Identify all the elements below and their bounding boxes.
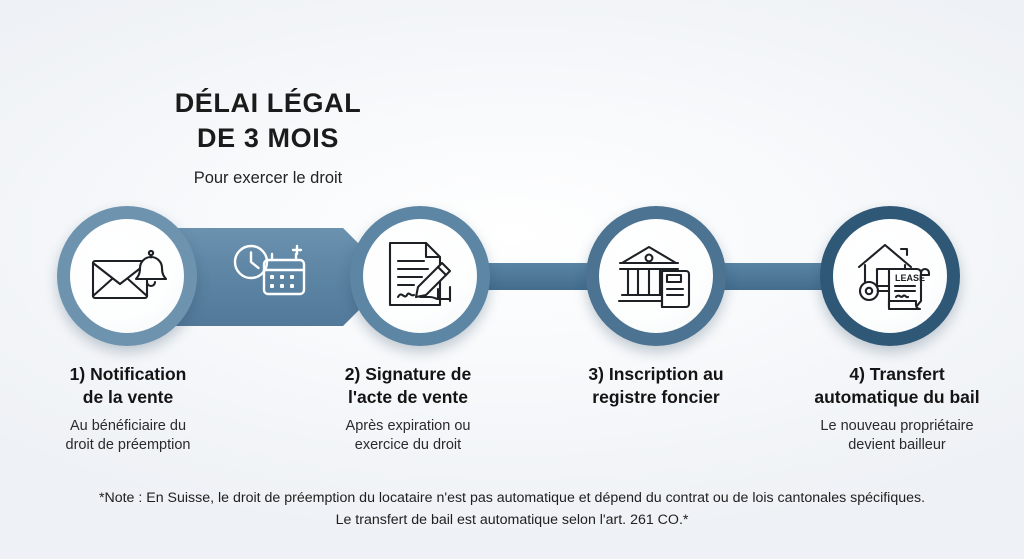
land-registry-building-book-icon — [616, 241, 696, 311]
step-caption-3-title-line2: registre foncier — [592, 387, 720, 408]
title-subtitle: Pour exercer le droit — [193, 169, 343, 188]
step-caption-4-sub-line1: Le nouveau propriétaire — [820, 417, 974, 434]
step-caption-2-title-line1: 2) Signature de — [344, 364, 472, 384]
footnote-line-2: Le transfert de bail est automatique sel… — [335, 512, 689, 528]
step-caption-1-sub-line1: Au bénéficiaire du — [69, 417, 187, 434]
step-node-1[interactable] — [57, 206, 197, 346]
step-caption-3: 3) Inscription au registre foncier — [527, 363, 785, 410]
step-disc-2 — [363, 219, 477, 333]
step-caption-4-sub-line2: devient bailleur — [848, 437, 946, 454]
step-caption-1: 1) Notification de la vente Au bénéficia… — [8, 363, 248, 456]
step-node-2[interactable] — [350, 206, 490, 346]
signed-document-hand-pen-icon — [382, 239, 458, 313]
step-caption-1-sub-line2: droit de préemption — [65, 437, 191, 454]
step-caption-4: 4) Transfert automatique du bail Le nouv… — [772, 363, 1022, 456]
house-key-lease-document-icon: LEASE — [849, 239, 931, 313]
step-caption-4-title-line2: automatique du bail — [814, 387, 980, 408]
step-disc-4: LEASE — [833, 219, 947, 333]
step-caption-1-title-line1: 1) Notification — [69, 364, 187, 384]
envelope-bell-icon — [87, 245, 167, 307]
clock-calendar-icon — [228, 240, 314, 307]
step-caption-2-title-line2: l'acte de vente — [348, 387, 468, 408]
page-title: DÉLAI LÉGAL DE 3 MOIS Pour exercer le dr… — [168, 86, 368, 190]
step-node-3[interactable] — [586, 206, 726, 346]
step-caption-1-title-line2: de la vente — [82, 387, 174, 408]
step-node-4[interactable]: LEASE — [820, 206, 960, 346]
step-caption-2: 2) Signature de l'acte de vente Après ex… — [288, 363, 528, 456]
step-disc-1 — [70, 219, 184, 333]
lease-label: LEASE — [895, 273, 925, 283]
step-caption-4-title-line1: 4) Transfert — [849, 364, 945, 384]
step-caption-3-title-line1: 3) Inscription au — [588, 364, 724, 384]
footnote-line-1: *Note : En Suisse, le droit de préemptio… — [98, 490, 926, 506]
step-caption-2-sub-line1: Après expiration ou — [345, 417, 471, 434]
title-line-2: DE 3 MOIS — [197, 122, 339, 153]
step-caption-2-sub-line2: exercice du droit — [354, 437, 462, 454]
title-line-1: DÉLAI LÉGAL — [174, 88, 362, 118]
footnote: *Note : En Suisse, le droit de préemptio… — [0, 487, 1024, 531]
step-disc-3 — [599, 219, 713, 333]
